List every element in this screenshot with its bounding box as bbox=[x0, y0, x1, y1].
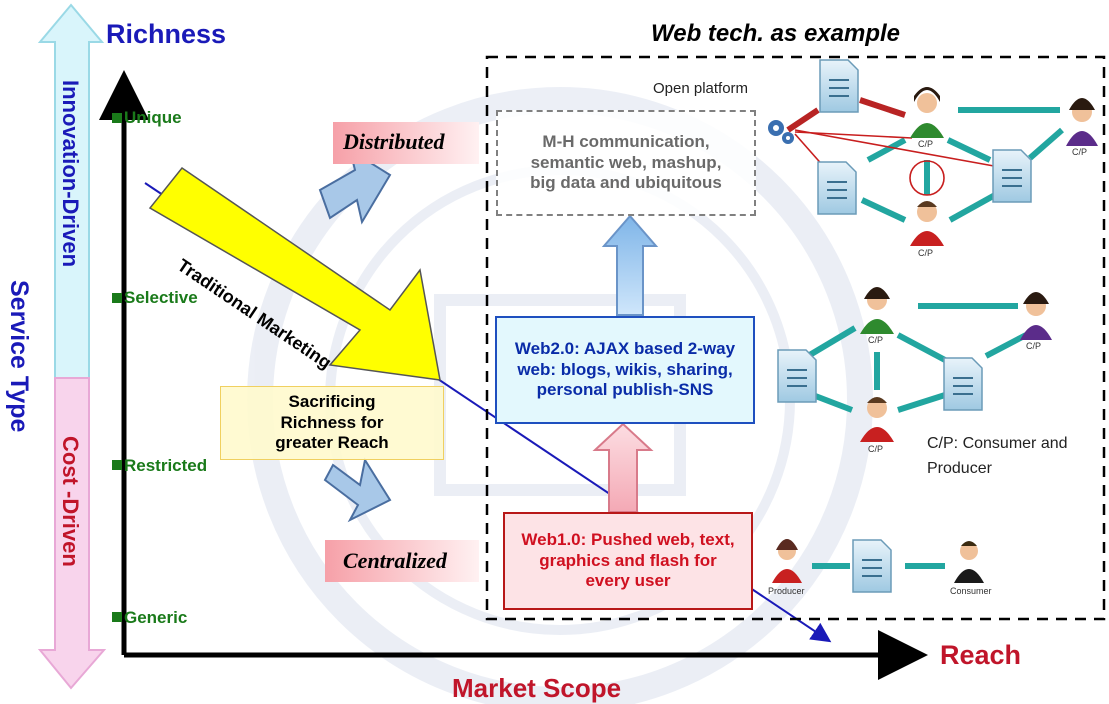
service-type-label: Service Type bbox=[5, 280, 33, 433]
traditional-marketing-arrow bbox=[148, 166, 441, 381]
centralized-arrow bbox=[323, 457, 392, 523]
market-scope-label: Market Scope bbox=[452, 673, 622, 703]
service-type-arrow bbox=[37, 3, 107, 690]
web1-to-web2-arrow bbox=[592, 422, 654, 513]
mh-communication-box: M-H communication, semantic web, mashup,… bbox=[496, 110, 756, 216]
web2-box: Web2.0: AJAX based 2-way web: blogs, wik… bbox=[495, 316, 755, 424]
sacrificing-richness-box: Sacrificing Richness for greater Reach bbox=[220, 386, 444, 460]
web1-box: Web1.0: Pushed web, text, graphics and f… bbox=[503, 512, 753, 610]
cp-label: C/P bbox=[1026, 341, 1042, 351]
web-tech-title: Web tech. as example bbox=[651, 20, 900, 47]
person-icons bbox=[772, 87, 1098, 583]
open-platform-label: Open platform bbox=[653, 80, 749, 97]
innovation-driven-label: Innovation-Driven bbox=[58, 80, 83, 268]
web2-to-mh-arrow bbox=[601, 214, 659, 316]
distributed-label-bg bbox=[333, 122, 479, 164]
cp-legend-label: C/P: Consumer and Producer bbox=[927, 435, 1068, 477]
cp-label: C/P bbox=[868, 335, 884, 345]
document-icons bbox=[777, 59, 1032, 593]
level-restricted: Restricted bbox=[124, 456, 208, 475]
producer-label: Producer bbox=[768, 586, 805, 596]
cp-label: C/P bbox=[918, 139, 934, 149]
gear-icons bbox=[768, 120, 794, 144]
y-axis-title: Richness bbox=[106, 19, 227, 49]
centralized-label: Centralized bbox=[343, 548, 447, 573]
consumer-label: Consumer bbox=[950, 586, 992, 596]
centralized-label-bg bbox=[325, 540, 479, 582]
x-axis-title: Reach bbox=[940, 640, 1022, 670]
cp-label: C/P bbox=[868, 444, 884, 454]
level-generic: Generic bbox=[124, 608, 188, 627]
level-unique: Unique bbox=[124, 108, 182, 127]
level-selective: Selective bbox=[124, 288, 198, 307]
cp-label: C/P bbox=[1072, 147, 1088, 157]
cost-driven-label: Cost -Driven bbox=[58, 436, 83, 567]
distributed-arrow bbox=[318, 147, 392, 225]
distributed-label: Distributed bbox=[343, 129, 445, 154]
cp-label: C/P bbox=[918, 248, 934, 258]
